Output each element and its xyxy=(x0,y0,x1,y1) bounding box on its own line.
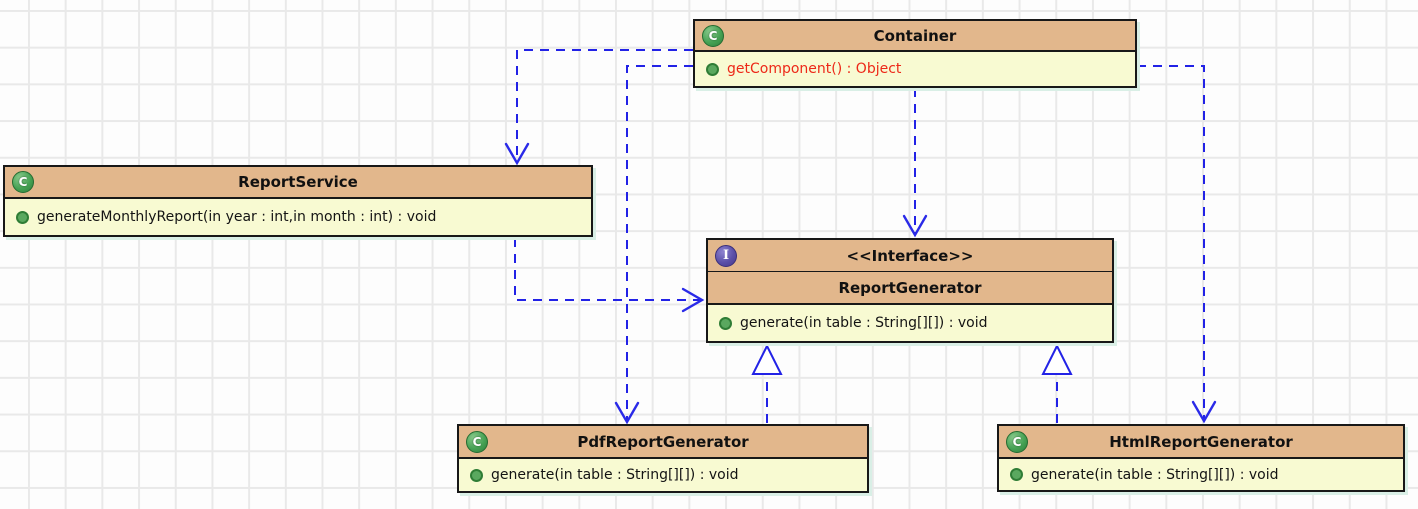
public-method-icon xyxy=(706,62,719,76)
method-label: generateMonthlyReport(in year : int,in m… xyxy=(37,209,437,225)
class-box-container[interactable]: C Container getComponent() : Object xyxy=(693,19,1137,88)
edge-container-to-reportgenerator-dependency[interactable] xyxy=(902,88,928,238)
interface-icon: I xyxy=(715,244,737,267)
edge-container-to-htmlreportgenerator-dependency[interactable] xyxy=(1137,65,1217,424)
class-title: Container xyxy=(873,26,957,45)
class-icon: C xyxy=(702,24,724,47)
class-header: C PdfReportGenerator xyxy=(459,426,867,459)
class-icon: C xyxy=(1006,430,1028,453)
class-header: C HtmlReportGenerator xyxy=(999,426,1403,459)
class-title: PdfReportGenerator xyxy=(577,432,749,451)
interface-stereotype: <<Interface>> xyxy=(846,246,974,265)
public-method-icon xyxy=(470,468,483,482)
interface-stereotype-row: I <<Interface>> xyxy=(708,240,1112,272)
edge-reportservice-to-reportgenerator-dependency[interactable] xyxy=(514,238,705,313)
edge-container-to-pdfreportgenerator-dependency[interactable] xyxy=(614,65,693,425)
method-item[interactable]: getComponent() : Object xyxy=(695,61,1135,77)
method-label: generate(in table : String[][]) : void xyxy=(740,315,988,331)
class-title: ReportService xyxy=(238,173,358,191)
method-label: generate(in table : String[][]) : void xyxy=(1031,466,1279,483)
interface-box-reportgenerator[interactable]: I <<Interface>> ReportGenerator generate… xyxy=(706,238,1114,343)
method-item[interactable]: generate(in table : String[][]) : void xyxy=(459,467,867,483)
method-label: generate(in table : String[][]) : void xyxy=(491,467,739,483)
public-method-icon xyxy=(1010,468,1023,481)
edge-pdfreportgenerator-realizes-reportgenerator[interactable] xyxy=(751,343,783,423)
class-box-htmlreportgenerator[interactable]: C HtmlReportGenerator generate(in table … xyxy=(997,424,1405,492)
class-box-pdfreportgenerator[interactable]: C PdfReportGenerator generate(in table :… xyxy=(457,424,869,493)
class-title: HtmlReportGenerator xyxy=(1109,432,1293,451)
class-header: C ReportService xyxy=(5,167,591,199)
edge-htmlreportgenerator-realizes-reportgenerator[interactable] xyxy=(1041,343,1073,423)
class-header: C Container xyxy=(695,21,1135,52)
method-item[interactable]: generateMonthlyReport(in year : int,in m… xyxy=(5,209,591,225)
interface-name-row: ReportGenerator xyxy=(708,272,1112,305)
public-method-icon xyxy=(16,210,29,224)
class-icon: C xyxy=(12,171,34,193)
class-box-reportservice[interactable]: C ReportService generateMonthlyReport(in… xyxy=(3,165,593,237)
method-item[interactable]: generate(in table : String[][]) : void xyxy=(999,467,1403,483)
public-method-icon xyxy=(719,316,732,330)
method-label: getComponent() : Object xyxy=(727,61,902,77)
edge-container-to-reportservice-dependency[interactable] xyxy=(504,49,693,166)
method-item[interactable]: generate(in table : String[][]) : void xyxy=(708,315,1112,331)
interface-title: ReportGenerator xyxy=(838,278,982,297)
class-icon: C xyxy=(466,430,488,453)
